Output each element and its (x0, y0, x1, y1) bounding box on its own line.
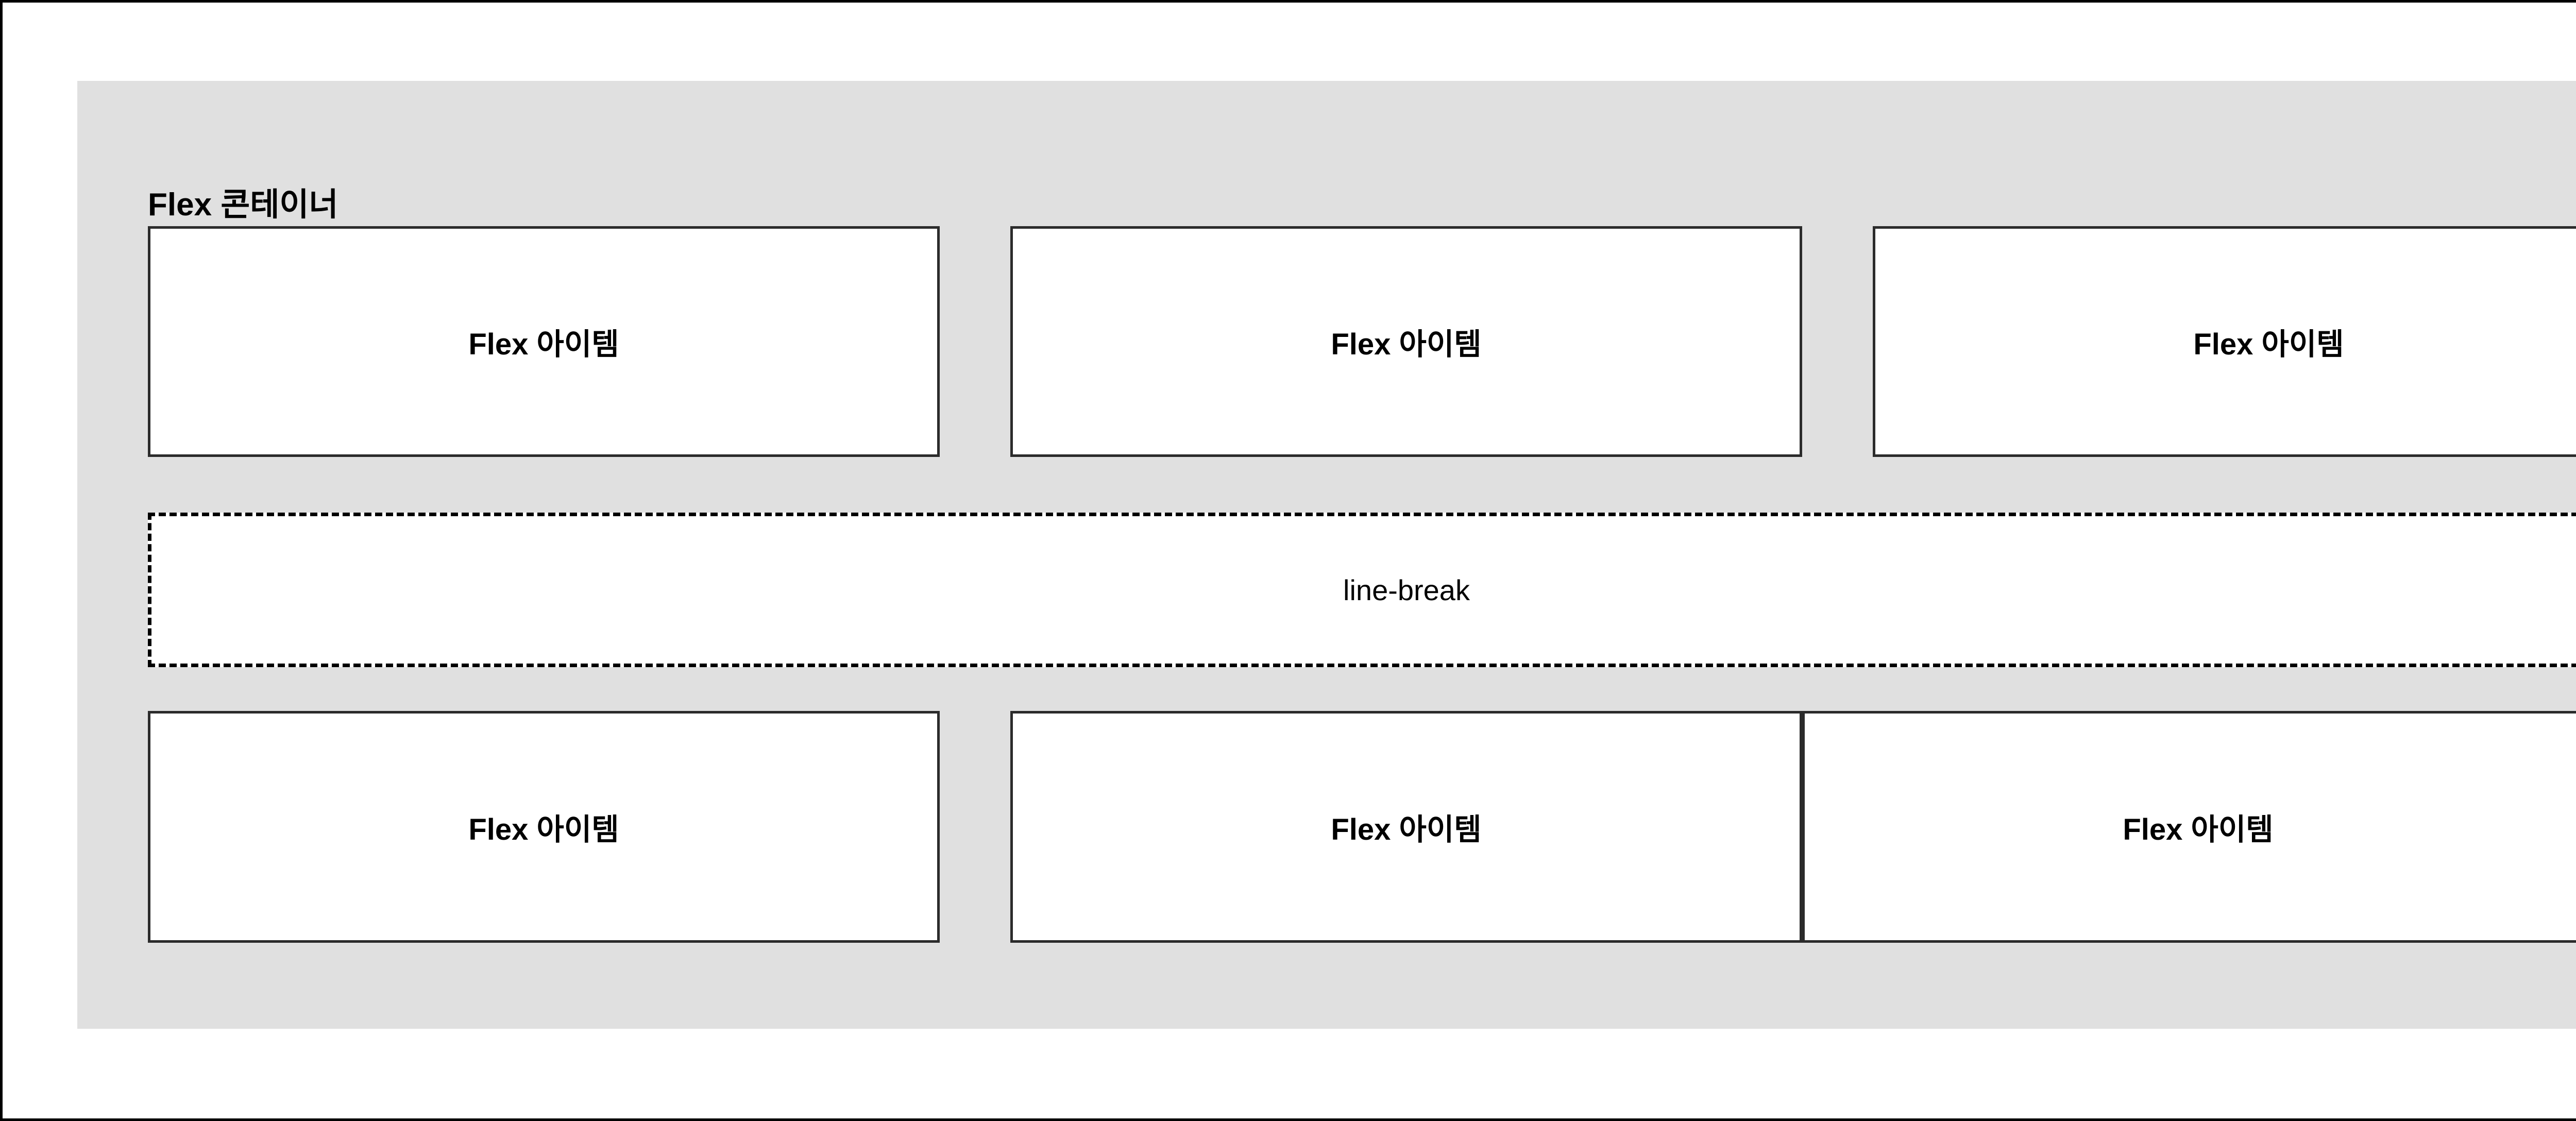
flex-item-1: Flex 아이템 (148, 226, 940, 457)
flex-item-label: Flex 아이템 (2193, 328, 2344, 361)
flex-row-wrapper: Flex 아이템 Flex 아이템 Flex 아이템 line-break Fl… (148, 226, 2576, 943)
line-break-label: line-break (1343, 573, 1470, 606)
flex-item-label: Flex 아이템 (1331, 813, 1482, 846)
line-break-element: line-break (148, 513, 2576, 667)
flex-item-label: Flex 아이템 (468, 328, 619, 361)
flex-container-title: Flex 콘테이너 (148, 187, 338, 223)
flex-item-4: Flex 아이템 (148, 711, 940, 943)
flex-item-6: Flex 아이템 (1802, 711, 2576, 943)
flex-item-label: Flex 아이템 (2123, 813, 2274, 846)
flex-item-5: Flex 아이템 (1010, 711, 1802, 943)
flex-item-2: Flex 아이템 (1010, 226, 1802, 457)
flex-item-label: Flex 아이템 (468, 813, 619, 846)
flex-item-3: Flex 아이템 (1873, 226, 2576, 457)
flex-container: Flex 콘테이너 Flex 아이템 Flex 아이템 Flex 아이템 lin… (77, 81, 2576, 1029)
flex-item-label: Flex 아이템 (1331, 328, 1482, 361)
